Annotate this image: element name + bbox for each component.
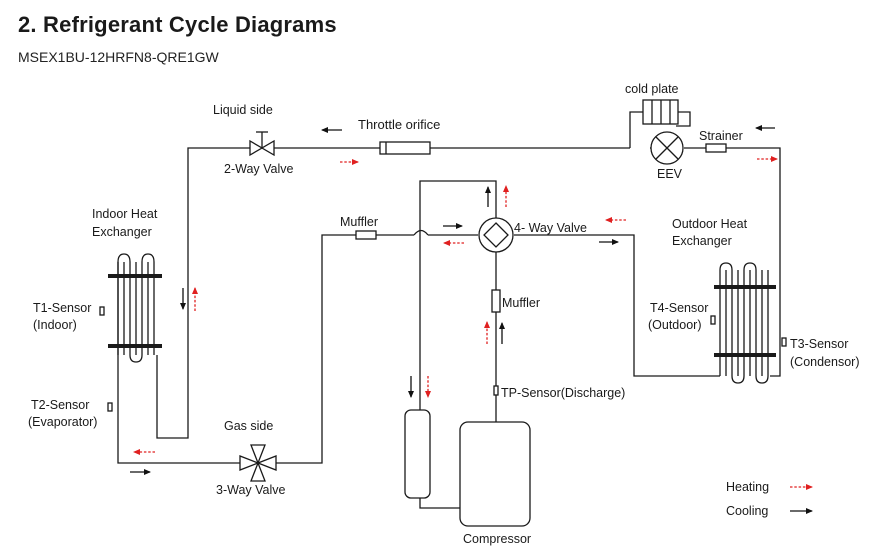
strainer-icon (705, 143, 727, 153)
gas-side-label: Gas side (224, 419, 273, 433)
compressor-icon (459, 421, 531, 527)
three-way-valve-icon (239, 444, 277, 482)
indoor-hx-label-2: Exchanger (92, 225, 152, 239)
t1-sensor-icon (99, 306, 105, 316)
indoor-heat-exchanger-icon (108, 253, 162, 363)
eev-label: EEV (657, 167, 683, 181)
pipe-crossover (413, 229, 429, 236)
liquid-line (187, 147, 250, 262)
tp-sensor-icon (493, 385, 499, 396)
eev-icon (650, 131, 684, 165)
t4-sensor-icon (710, 315, 716, 325)
three-way-valve-label: 3-Way Valve (216, 483, 286, 497)
compressor-label: Compressor (463, 532, 531, 546)
accumulator-icon (404, 409, 431, 499)
cold-plate-icon (642, 99, 679, 125)
muffler-mid-label: Muffler (502, 296, 540, 310)
cold-plate-label: cold plate (625, 82, 679, 96)
two-way-valve-label: 2-Way Valve (224, 162, 294, 176)
strainer-label: Strainer (699, 129, 743, 143)
outdoor-hx-label-1: Outdoor Heat (672, 217, 748, 231)
two-way-valve-icon (249, 131, 275, 157)
muffler-top-label: Muffler (340, 215, 378, 229)
muffler-top-icon (355, 230, 377, 240)
outdoor-heat-exchanger-icon (714, 262, 776, 384)
t4-sensor-label-1: T4-Sensor (650, 301, 708, 315)
t4-sensor-label-2: (Outdoor) (648, 318, 702, 332)
model-number: MSEX1BU-12HRFN8-QRE1GW (18, 49, 219, 65)
four-way-valve-label: 4- Way Valve (514, 221, 587, 235)
throttle-orifice-icon (379, 141, 431, 155)
t1-sensor-label-2: (Indoor) (33, 318, 77, 332)
t2-sensor-icon (107, 402, 113, 412)
t1-sensor-label-1: T1-Sensor (33, 301, 91, 315)
t3-sensor-label-1: T3-Sensor (790, 337, 848, 351)
t2-sensor-label-2: (Evaporator) (28, 415, 97, 429)
indoor-hx-label-1: Indoor Heat (92, 207, 158, 221)
tp-sensor-label: TP-Sensor(Discharge) (501, 386, 625, 400)
throttle-orifice-label: Throttle orifice (358, 117, 440, 132)
page-title: 2. Refrigerant Cycle Diagrams (18, 12, 337, 37)
t3-sensor-icon (781, 337, 787, 347)
muffler-mid-icon (491, 289, 501, 313)
legend-heating-label: Heating (726, 480, 769, 494)
flow-arrows (130, 125, 778, 475)
t2-sensor-label-1: T2-Sensor (31, 398, 89, 412)
outdoor-hx-label-2: Exchanger (672, 234, 732, 248)
liquid-side-label: Liquid side (213, 103, 273, 117)
legend-cooling-label: Cooling (726, 504, 768, 518)
four-way-valve-icon (478, 217, 514, 253)
t3-sensor-label-2: (Condensor) (790, 355, 859, 369)
legend: Heating Cooling (726, 480, 813, 518)
